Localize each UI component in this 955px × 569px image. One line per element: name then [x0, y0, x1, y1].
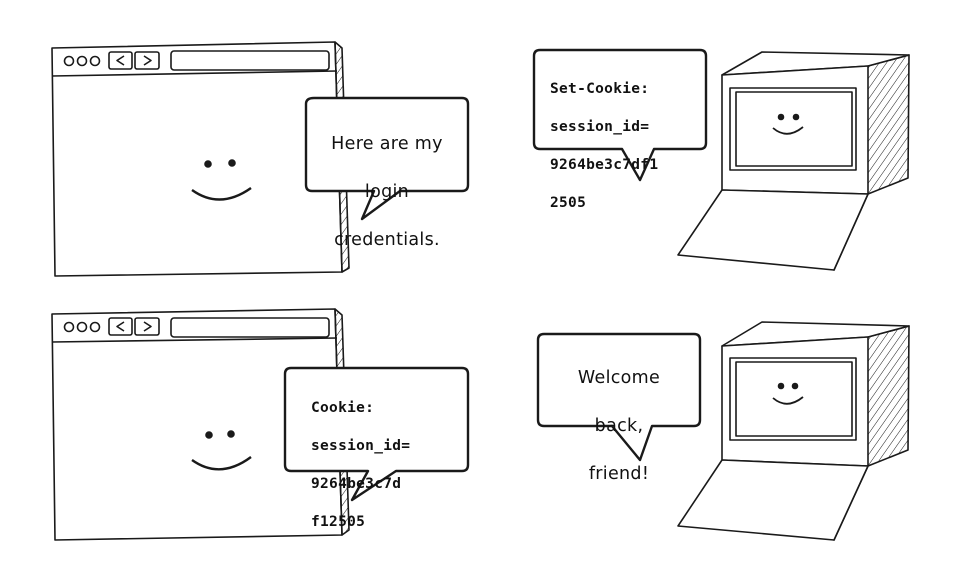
bubble-line: 9264be3c7d	[311, 476, 402, 492]
smile-icon	[772, 126, 804, 135]
browser-window-top	[51, 41, 350, 277]
server-computer-bottom	[677, 321, 910, 541]
speech-bubble-set-cookie	[532, 48, 708, 182]
bubble-line: Here are my	[331, 134, 443, 154]
address-bar	[170, 317, 330, 338]
bubble-text-welcome: Welcome back, friend!	[540, 342, 698, 510]
chevron-right-icon	[143, 55, 152, 66]
eye-icon	[777, 113, 785, 121]
bubble-line: friend!	[588, 464, 650, 484]
window-dot-icon	[89, 321, 101, 333]
server-computer-top	[677, 51, 910, 271]
eye-icon	[204, 160, 212, 168]
back-button	[108, 317, 133, 336]
window-dot-icon	[76, 55, 88, 67]
chevron-left-icon	[116, 321, 125, 332]
bubble-line: f12505	[311, 514, 366, 530]
bubble-line: 9264be3c7df1	[550, 157, 659, 173]
bubble-text-cookie: Cookie: session_id= 9264be3c7d f12505	[311, 380, 461, 551]
bubble-line: Cookie:	[311, 400, 375, 416]
server-keyboard	[677, 189, 869, 271]
speech-bubble-welcome	[536, 332, 702, 462]
browser-frame	[51, 41, 343, 277]
browser-toolbar-line	[51, 337, 338, 343]
bubble-line: credentials.	[334, 230, 440, 250]
bubble-line: Set-Cookie:	[550, 81, 650, 97]
chevron-left-icon	[116, 55, 125, 66]
bubble-line: session_id=	[550, 119, 650, 135]
eye-icon	[228, 159, 236, 167]
window-dot-icon	[63, 55, 75, 67]
eye-icon	[791, 382, 799, 390]
bubble-line: back,	[594, 416, 644, 436]
speech-bubble-login	[304, 96, 470, 221]
browser-toolbar-line	[51, 70, 338, 77]
smile-icon	[191, 456, 252, 471]
smile-icon	[191, 187, 252, 201]
eye-icon	[792, 113, 800, 121]
chevron-right-icon	[143, 321, 152, 332]
server-screen-inner	[735, 361, 853, 437]
eye-icon	[227, 430, 235, 438]
eye-icon	[777, 382, 785, 390]
browser-window-bottom	[51, 308, 350, 541]
speech-bubble-cookie	[283, 366, 470, 502]
eye-icon	[205, 431, 213, 439]
bubble-line: login	[364, 182, 410, 202]
window-dot-icon	[63, 321, 75, 333]
window-dot-icon	[89, 55, 101, 67]
bubble-line: session_id=	[311, 438, 411, 454]
forward-button	[134, 51, 160, 70]
forward-button	[134, 317, 160, 336]
window-dot-icon	[76, 321, 88, 333]
bubble-line: Welcome	[577, 368, 661, 388]
server-keyboard	[677, 459, 869, 541]
address-bar	[170, 50, 330, 71]
smile-icon	[772, 396, 804, 405]
bubble-text-login: Here are my login credentials.	[308, 108, 466, 276]
bubble-line: 2505	[550, 195, 587, 211]
server-screen-inner	[735, 91, 853, 167]
bubble-text-set-cookie: Set-Cookie: session_id= 9264be3c7df1 250…	[550, 61, 700, 232]
back-button	[108, 51, 133, 70]
